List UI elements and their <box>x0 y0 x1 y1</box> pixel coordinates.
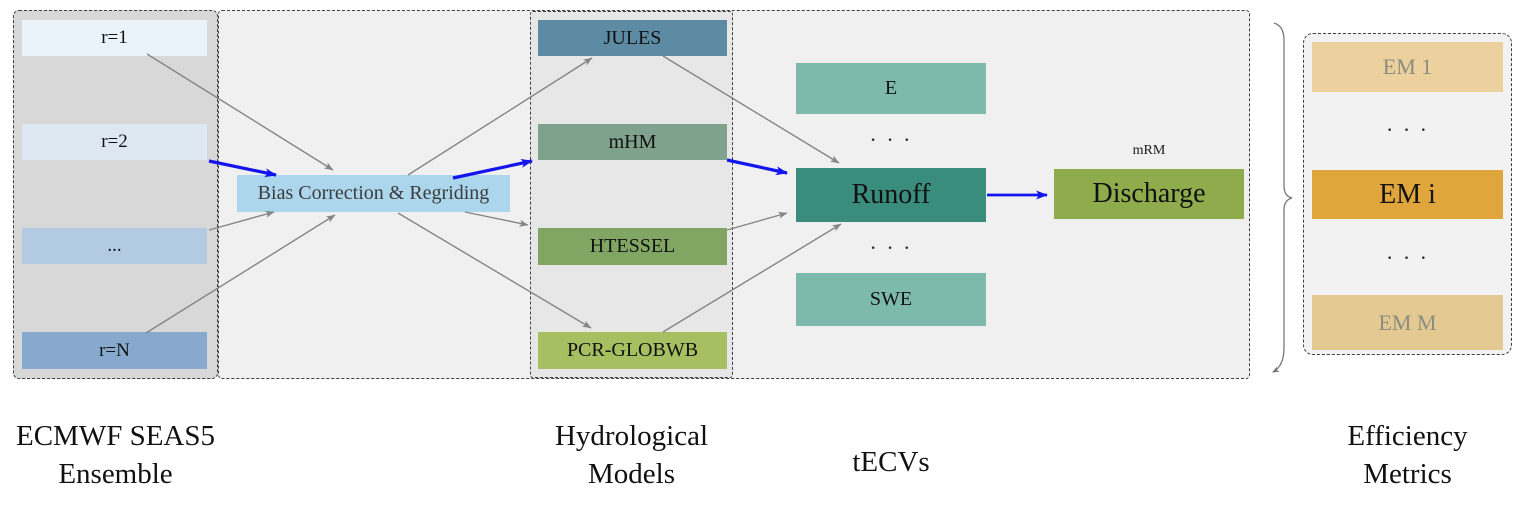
ensemble-panel <box>13 10 218 379</box>
mrm-label: mRM <box>1132 143 1166 158</box>
caption-hydrological-models: Hydrological Models <box>520 418 743 493</box>
model-jules-box: JULES <box>538 20 727 56</box>
tecv-swe-box: SWE <box>796 273 986 326</box>
bias-correction-box: Bias Correction & Regriding <box>237 175 510 212</box>
ensemble-member-ellipsis: ... <box>22 228 207 264</box>
ensemble-member-rN: r=N <box>22 332 207 369</box>
ensemble-member-r2: r=2 <box>22 124 207 160</box>
caption-ecmwf-seas5-ensemble: ECMWF SEAS5 Ensemble <box>3 418 228 493</box>
em-1-box: EM 1 <box>1312 42 1503 92</box>
em-i-box: EM i <box>1312 170 1503 219</box>
ensemble-member-r1: r=1 <box>22 20 207 56</box>
model-mhm-box: mHM <box>538 124 727 160</box>
em-M-box: EM M <box>1312 295 1503 350</box>
caption-efficiency-metrics: Efficiency Metrics <box>1293 418 1522 493</box>
model-pcr-globwb-box: PCR-GLOBWB <box>538 332 727 369</box>
tecv-ellipsis-bottom: · · · <box>869 235 913 260</box>
brace <box>1272 22 1293 373</box>
model-htessel-box: HTESSEL <box>538 228 727 265</box>
tecv-runoff-box: Runoff <box>796 168 986 222</box>
discharge-box: Discharge <box>1054 169 1244 219</box>
tecv-evaporation-box: E <box>796 63 986 114</box>
em-ellipsis-top: · · · <box>1386 117 1429 142</box>
em-ellipsis-bottom: · · · <box>1386 245 1429 270</box>
caption-tecvs: tECVs <box>852 446 930 478</box>
caption-line: Metrics <box>1363 457 1452 490</box>
tecv-ellipsis-top: · · · <box>869 127 913 152</box>
caption-line: Hydrological <box>554 420 708 452</box>
caption-line: ECMWF SEAS5 <box>15 420 215 452</box>
caption-line: Ensemble <box>58 457 173 490</box>
caption-line: Models <box>588 457 675 490</box>
caption-line: Efficiency <box>1347 420 1468 452</box>
hydro-models-panel <box>530 11 733 378</box>
